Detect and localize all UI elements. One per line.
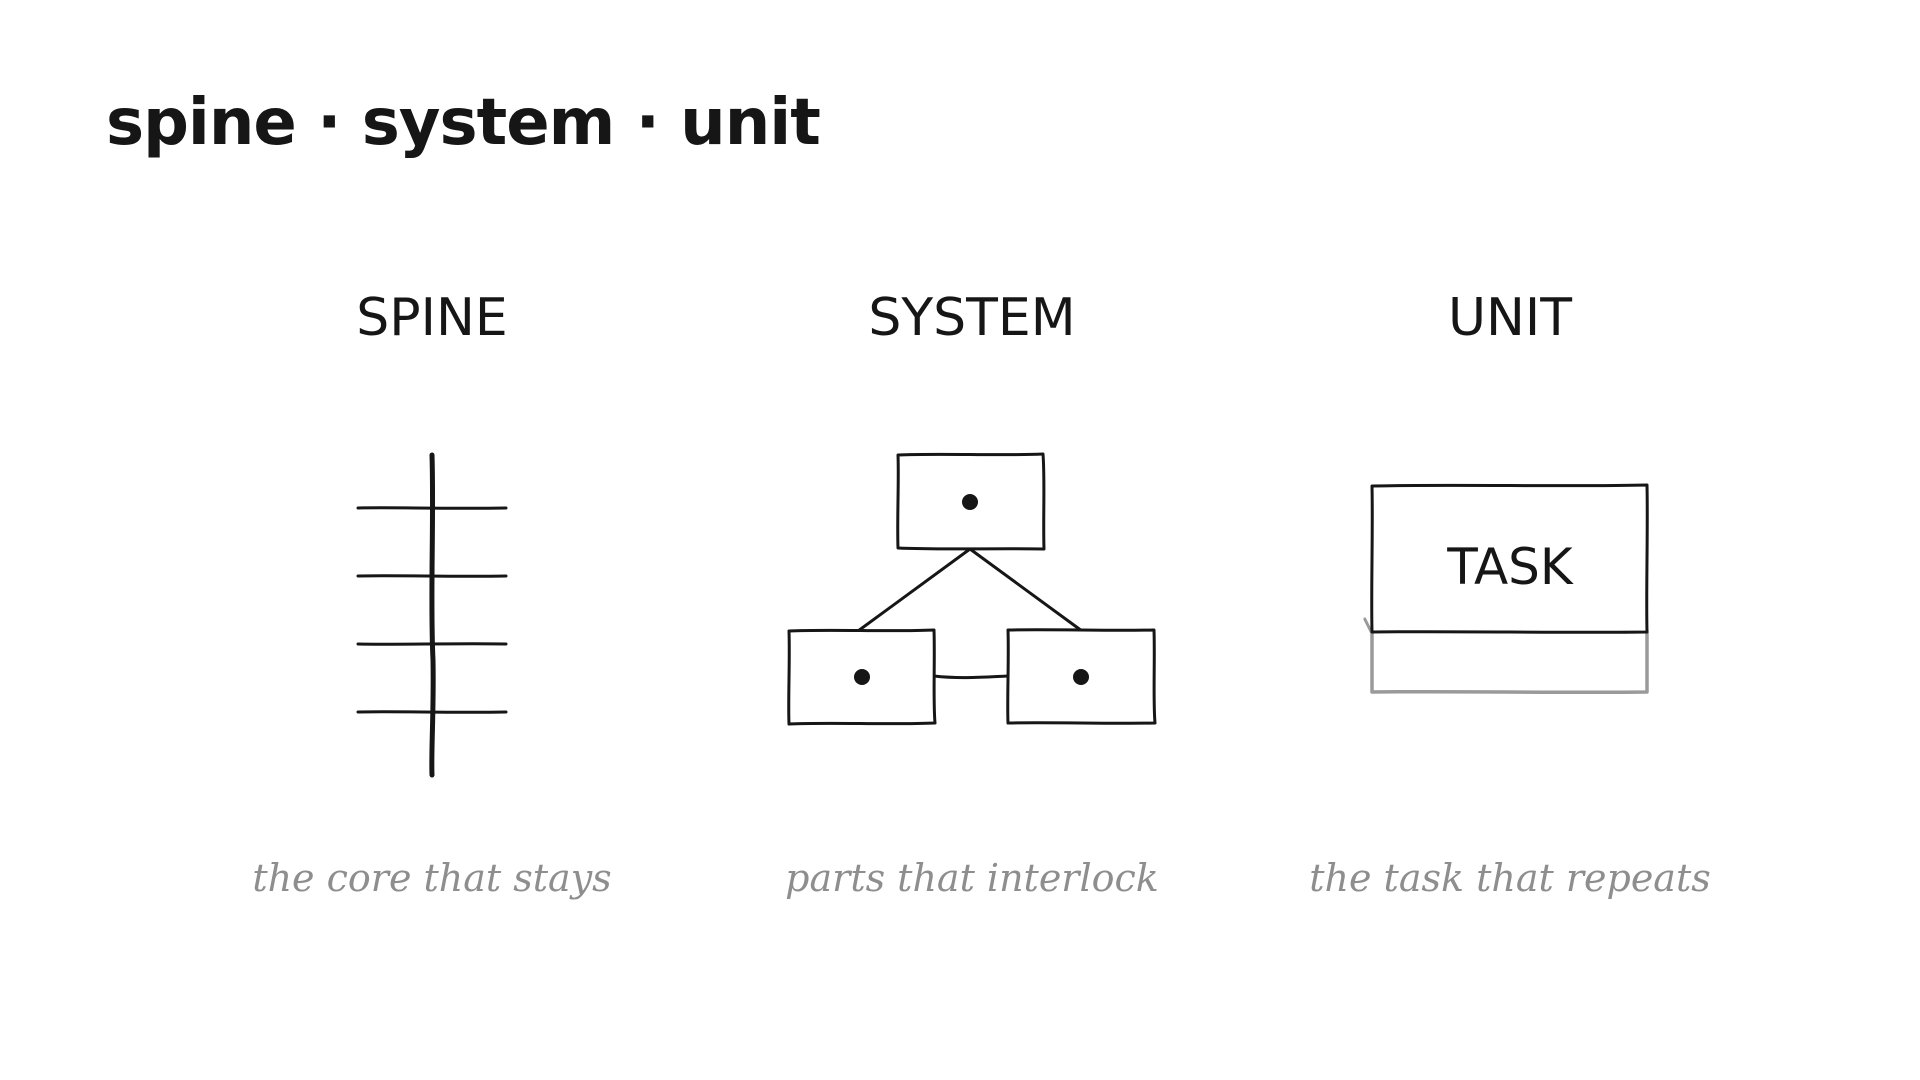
repeat-loop-arrow <box>1363 617 1649 695</box>
system-node-top-dot <box>962 494 978 510</box>
system-connector-left <box>856 547 972 633</box>
task-box <box>1370 483 1649 634</box>
system-node-right-dot <box>1073 669 1089 685</box>
system-connector-bottom <box>932 674 1010 680</box>
unit-heading: UNIT <box>1447 288 1573 348</box>
spine-heading: SPINE <box>356 288 508 348</box>
spine-rung-2 <box>356 574 508 578</box>
spine-vertical-line <box>429 452 436 778</box>
unit-caption: the task that repeats <box>1309 856 1711 900</box>
system-connector-right <box>968 547 1084 633</box>
spine-illustration <box>356 452 508 778</box>
spine-rung-1 <box>356 506 508 510</box>
spine-rung-4 <box>356 710 508 714</box>
spine-caption: the core that stays <box>252 856 612 900</box>
system-illustration <box>787 452 1157 726</box>
unit-illustration: TASK <box>1363 483 1649 695</box>
system-caption: parts that interlock <box>785 856 1159 900</box>
system-heading: SYSTEM <box>868 288 1076 348</box>
system-node-left-dot <box>854 669 870 685</box>
page-title: spine · system · unit <box>106 86 821 160</box>
spine-rung-3 <box>356 642 508 646</box>
task-box-label: TASK <box>1446 538 1574 596</box>
